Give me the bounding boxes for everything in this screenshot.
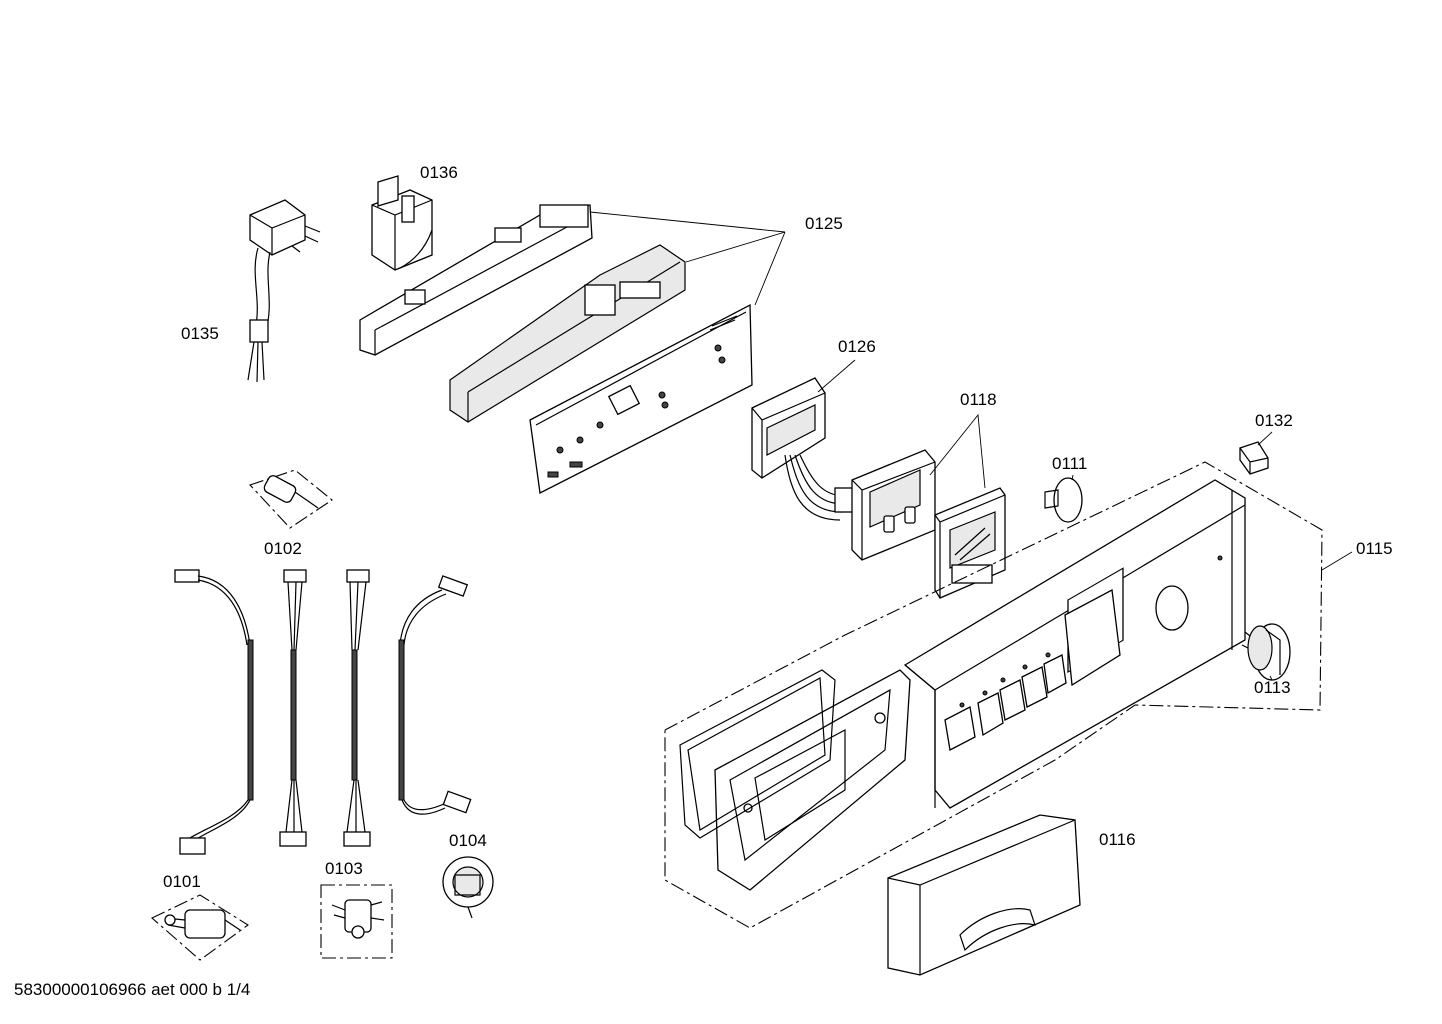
label-0125: 0125 (805, 214, 843, 233)
part-0116-drawer-handle (887, 814, 1081, 976)
part-0126-display-module (751, 359, 856, 521)
label-0116: 0116 (1099, 830, 1136, 849)
label-0101: 0101 (163, 872, 201, 891)
part-0125-electronic-module (359, 204, 786, 494)
label-0135: 0135 (181, 324, 219, 343)
label-0126: 0126 (838, 337, 876, 356)
label-0115: 0115 (1356, 539, 1393, 558)
label-0111: 0111 (1052, 454, 1087, 473)
label-0132: 0132 (1255, 411, 1293, 430)
part-0136-filter (371, 175, 433, 271)
part-0113-selector-knob (1241, 623, 1291, 681)
part-0118-display-frame (851, 413, 1006, 599)
label-0104: 0104 (449, 831, 487, 850)
document-code: 58300000106966 aet 000 b 1/4 (14, 980, 251, 999)
part-0101-sensor (151, 894, 249, 961)
label-0113: 0113 (1254, 678, 1291, 697)
part-0115-control-panel (664, 461, 1353, 929)
part-0104-pressure-switch (442, 856, 494, 919)
part-0111-shaft (1044, 474, 1083, 523)
label-0103: 0103 (325, 859, 363, 878)
part-0132-clip (1239, 431, 1273, 475)
label-0136: 0136 (420, 163, 458, 182)
label-0118: 0118 (960, 390, 997, 409)
part-0103-valve (320, 884, 393, 959)
part-0135-mains-cable (247, 199, 321, 383)
part-0102-harness-set (174, 469, 472, 855)
label-0102: 0102 (264, 539, 302, 558)
